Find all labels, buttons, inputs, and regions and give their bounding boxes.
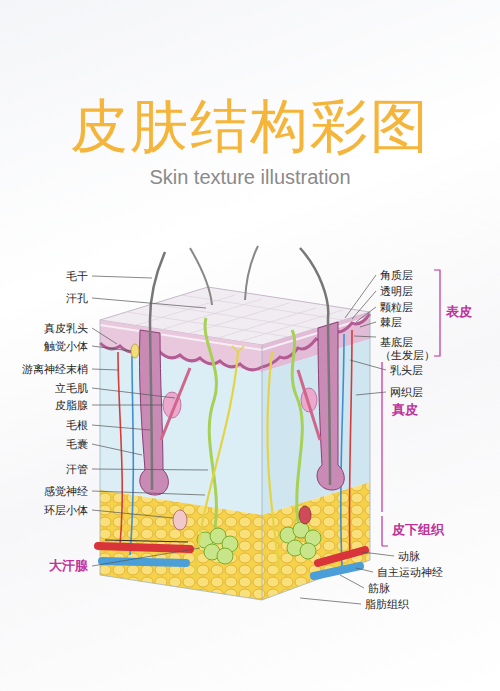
part-label: 环层小体: [44, 504, 88, 517]
caption: Skin texture illustration: [0, 166, 500, 189]
part-label: 网织层: [390, 386, 423, 399]
region-label: 大汗腺: [49, 557, 88, 575]
part-label: 立毛肌: [55, 382, 88, 395]
part-label: 脂肪组织: [365, 598, 409, 611]
part-label: 毛根: [66, 419, 88, 432]
region-label: 真皮: [392, 401, 418, 419]
part-label: 颗粒层: [380, 301, 413, 314]
part-label: 透明层: [380, 285, 413, 298]
part-label: 棘层: [380, 316, 402, 329]
part-label: 游离神经末梢: [22, 363, 88, 376]
part-label: 毛囊: [66, 438, 88, 451]
region-label: 表皮: [446, 303, 472, 321]
part-label: 筋脉: [368, 582, 390, 595]
part-label: 自主运动神经: [377, 566, 443, 579]
part-label: 乳头层: [390, 364, 423, 377]
part-label: 触觉小体: [44, 340, 88, 353]
part-label: 基底层 （生发层）: [380, 336, 438, 361]
region-label: 皮下组织: [392, 521, 444, 539]
title: 皮肤结构彩图: [0, 88, 500, 166]
part-label: 真皮乳头: [44, 322, 88, 335]
part-label: 毛干: [66, 270, 88, 283]
part-label: 动脉: [398, 550, 420, 563]
part-label: 汗孔: [66, 292, 88, 305]
part-label: 皮脂腺: [55, 399, 88, 412]
part-label: 感觉神经: [44, 485, 88, 498]
part-label: 角质层: [380, 269, 413, 282]
part-label: 汗管: [66, 463, 88, 476]
